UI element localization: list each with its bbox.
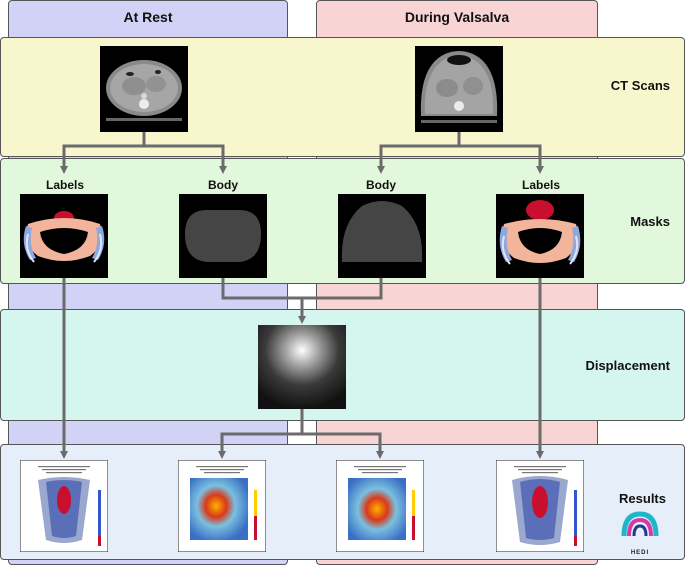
ct-scan-valsalva-image — [415, 46, 503, 132]
body-valsalva-title: Body — [366, 178, 396, 192]
displacement-map-image — [258, 325, 346, 409]
hedi-logo-text: HEDI — [630, 550, 650, 556]
labels-mask-valsalva-image — [496, 194, 584, 278]
valsalva-header: During Valsalva — [404, 9, 510, 25]
result-labels-valsalva-image — [496, 460, 584, 552]
ct-scan-rest-image — [100, 46, 188, 132]
hedi-logo — [621, 511, 659, 537]
results-label: Results — [619, 491, 666, 506]
result-displacement-rest-image — [178, 460, 266, 552]
displacement-label: Displacement — [585, 358, 670, 373]
result-displacement-valsalva-image — [336, 460, 424, 552]
result-labels-rest-image — [20, 460, 108, 552]
body-mask-rest-image — [179, 194, 267, 278]
labels-valsalva-title: Labels — [521, 178, 560, 192]
body-rest-title: Body — [208, 178, 238, 192]
at-rest-header: At Rest — [123, 9, 173, 25]
masks-label: Masks — [630, 214, 670, 229]
ct-scans-label: CT Scans — [610, 78, 670, 93]
body-mask-valsalva-image — [338, 194, 426, 278]
labels-rest-title: Labels — [45, 178, 84, 192]
labels-mask-rest-image — [20, 194, 108, 278]
